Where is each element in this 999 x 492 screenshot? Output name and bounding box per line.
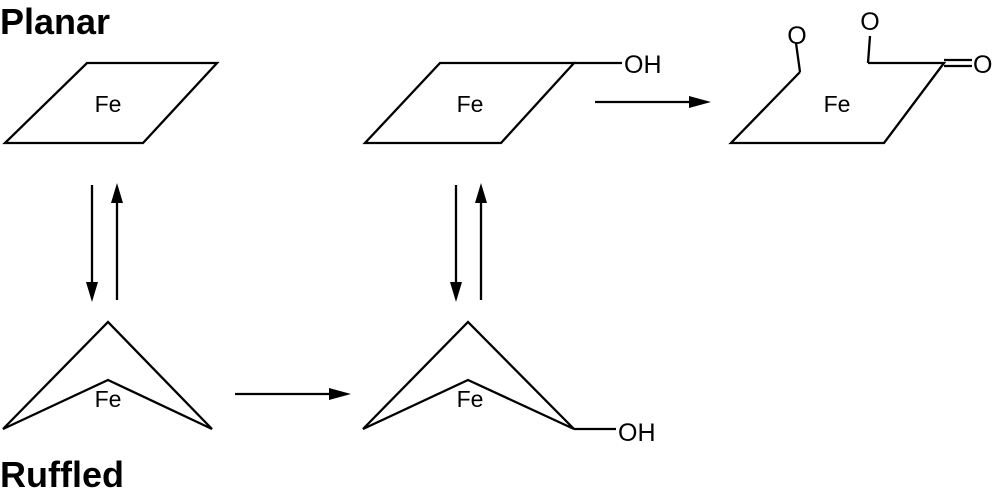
equilibrium-arrows-middle	[450, 183, 487, 302]
ring-opened-heme-fe: Fe	[824, 91, 851, 117]
planar-hydroxy-heme-fe: Fe	[457, 91, 484, 117]
ruffled-oh-label: OH	[618, 419, 656, 447]
arrow-head	[689, 96, 711, 108]
aldehyde-1-oxygen: O	[787, 22, 806, 50]
forward-arrow-top	[595, 96, 711, 108]
down-arrow-head	[86, 282, 98, 302]
arrow-head	[329, 388, 351, 400]
aldehyde-2-bond	[866, 35, 872, 64]
planar-heme: Fe	[2, 61, 220, 145]
planar-hydroxy-heme: OH Fe	[362, 51, 662, 145]
planar-hydroxy-heme-ring	[362, 61, 577, 145]
planar-heme-ring	[2, 61, 220, 145]
equilibrium-arrows-left	[86, 183, 123, 302]
ruffled-heme-ring	[2, 320, 213, 431]
planar-oh-label: OH	[624, 51, 662, 79]
ruffled-hydroxy-heme-fe: Fe	[457, 386, 484, 412]
ruffled-hydroxy-heme-ring	[362, 320, 575, 431]
up-arrow-head	[111, 183, 123, 203]
ruffled-heme-fe: Fe	[95, 386, 122, 412]
forward-arrow-bottom	[235, 388, 351, 400]
down-arrow-head	[450, 282, 462, 302]
ring-opened-heme: O O O Fe	[728, 8, 992, 145]
up-arrow-head	[475, 183, 487, 203]
ring-opened-heme-chain	[728, 61, 947, 145]
aldehyde-1-bond	[794, 42, 802, 73]
planar-heme-fe: Fe	[95, 91, 122, 117]
ruffled-heme: Fe	[2, 320, 213, 431]
aldehyde-2-oxygen: O	[860, 8, 879, 36]
planar-label: Planar	[0, 1, 110, 42]
ruffled-label: Ruffled	[0, 454, 124, 492]
ruffled-hydroxy-heme: OH Fe	[362, 320, 656, 447]
ketone-oxygen: O	[973, 51, 992, 79]
